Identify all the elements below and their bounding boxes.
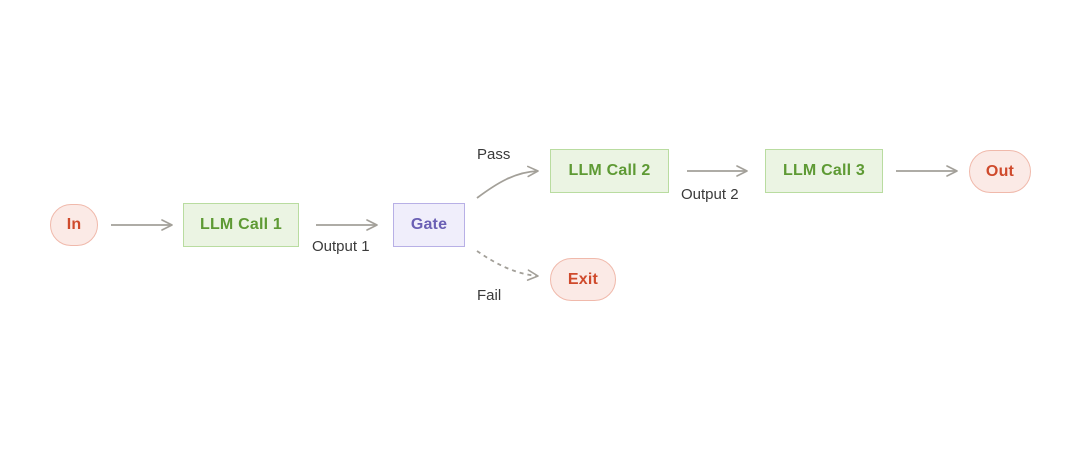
- node-gate: Gate: [393, 203, 465, 247]
- node-exit: Exit: [550, 258, 616, 301]
- label-output-2: Output 2: [681, 186, 739, 203]
- node-in: In: [50, 204, 98, 246]
- label-pass: Pass: [477, 146, 511, 163]
- label-output-1: Output 1: [312, 238, 370, 255]
- node-llm-call-2: LLM Call 2: [550, 149, 669, 193]
- node-out: Out: [969, 150, 1031, 193]
- node-llm-call-3: LLM Call 3: [765, 149, 883, 193]
- edge-gate-to-llm-call-2-pass: [476, 165, 539, 199]
- edge-gate-to-exit-fail: [476, 250, 539, 281]
- label-fail: Fail: [477, 287, 502, 304]
- node-llm-call-1: LLM Call 1: [183, 203, 299, 247]
